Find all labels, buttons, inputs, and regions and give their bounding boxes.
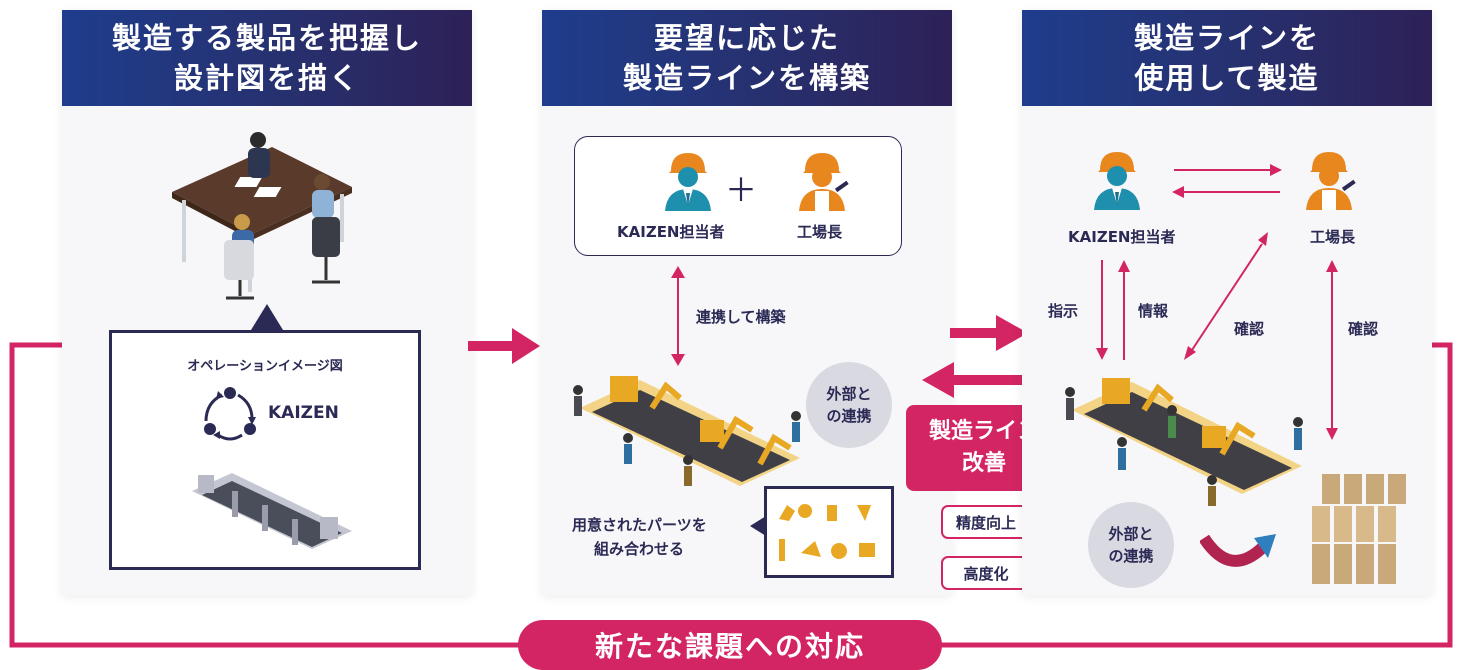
external-collab-line1: 外部と bbox=[1108, 525, 1154, 543]
precision-badge: 精度向上 bbox=[941, 505, 1031, 539]
new-issues-banner: 新たな課題への対応 bbox=[518, 620, 942, 670]
kaizen-person-icon bbox=[665, 153, 711, 211]
parts-label-line1: 用意されたパーツを bbox=[572, 516, 707, 534]
kaizen-person-label: KAIZEN担当者 bbox=[1068, 228, 1176, 246]
panel3-arrows bbox=[1096, 164, 1338, 440]
meeting-illustration bbox=[172, 132, 352, 300]
new-issues-label: 新たな課題への対応 bbox=[594, 630, 865, 663]
arrow-use-to-build bbox=[922, 362, 1022, 398]
factory-manager-label: 工場長 bbox=[1310, 228, 1356, 246]
panel-build: 要望に応じた 製造ラインを構築 ＋ KAIZEN担当者 工場長 連携して構築 bbox=[542, 10, 952, 595]
factory-manager-icon bbox=[1306, 152, 1356, 210]
collaborate-arrow bbox=[671, 266, 685, 366]
output-cycle-icon bbox=[1200, 534, 1276, 567]
line-improvement-title-line1: 製造ライン bbox=[928, 419, 1039, 444]
information-label: 情報 bbox=[1138, 302, 1169, 320]
panel-build-title-line2: 製造ラインを構築 bbox=[622, 61, 871, 95]
kaizen-person-label: KAIZEN担当者 bbox=[617, 223, 725, 241]
parts-box bbox=[764, 486, 894, 578]
panel-design: 製造する製品を把握し 設計図を描く オペレー bbox=[62, 10, 472, 595]
plus-icon: ＋ bbox=[725, 171, 758, 209]
line-improvement-title-line2: 改善 bbox=[961, 451, 1006, 476]
panel-manufacture-title-line2: 使用して製造 bbox=[1134, 61, 1320, 95]
parts-label-line2: 組み合わせる bbox=[594, 540, 685, 558]
operation-image-title: オペレーションイメージ図 bbox=[187, 359, 343, 374]
panel-design-title-line1: 製造する製品を把握し bbox=[111, 21, 422, 55]
panel-manufacture-title-line1: 製造ラインを bbox=[1133, 21, 1320, 55]
external-collab-line1: 外部と bbox=[826, 385, 872, 403]
arrow-build-to-use bbox=[950, 315, 1028, 351]
kaizen-cycle-label: KAIZEN bbox=[268, 403, 339, 423]
cycle-icon bbox=[204, 387, 256, 441]
confirm-label-2: 確認 bbox=[1348, 320, 1379, 338]
parts-icons bbox=[779, 504, 875, 561]
confirm-label-1: 確認 bbox=[1234, 320, 1265, 338]
production-line-illustration bbox=[1065, 378, 1303, 506]
factory-manager-icon bbox=[799, 153, 849, 211]
external-collab-badge: 外部と の連携 bbox=[806, 362, 892, 448]
product-boxes bbox=[1312, 474, 1406, 584]
external-collab-badge: 外部と の連携 bbox=[1088, 502, 1174, 588]
precision-label: 精度向上 bbox=[955, 513, 1016, 532]
sophistication-badge: 高度化 bbox=[941, 556, 1031, 590]
kaizen-person-icon bbox=[1094, 152, 1140, 210]
instruction-label: 指示 bbox=[1048, 302, 1079, 320]
panel-build-title-line1: 要望に応じた bbox=[653, 21, 840, 55]
panel-design-title-line2: 設計図を描く bbox=[173, 61, 360, 95]
team-box: ＋ KAIZEN担当者 工場長 bbox=[574, 136, 902, 256]
panel-manufacture-header: 製造ラインを 使用して製造 bbox=[1022, 10, 1432, 106]
panel-manufacture: 製造ラインを 使用して製造 KAIZEN担当者 工場長 指示 情報 確認 確認 bbox=[1022, 10, 1432, 595]
factory-manager-label: 工場長 bbox=[797, 223, 843, 241]
panel-design-header: 製造する製品を把握し 設計図を描く bbox=[62, 10, 472, 106]
external-collab-line2: の連携 bbox=[1108, 547, 1154, 565]
operation-line-illustration bbox=[192, 473, 352, 549]
pointer-triangle-icon bbox=[251, 304, 283, 330]
arrow-design-to-build bbox=[468, 328, 540, 364]
panel-build-header: 要望に応じた 製造ラインを構築 bbox=[542, 10, 952, 106]
external-collab-line2: の連携 bbox=[826, 407, 872, 425]
operation-image-box: オペレーションイメージ図 KAIZEN bbox=[109, 330, 421, 570]
collaborate-label: 連携して構築 bbox=[696, 308, 786, 326]
sophistication-label: 高度化 bbox=[963, 564, 1009, 583]
production-line-illustration bbox=[573, 376, 801, 486]
parts-pointer-icon bbox=[750, 516, 766, 536]
